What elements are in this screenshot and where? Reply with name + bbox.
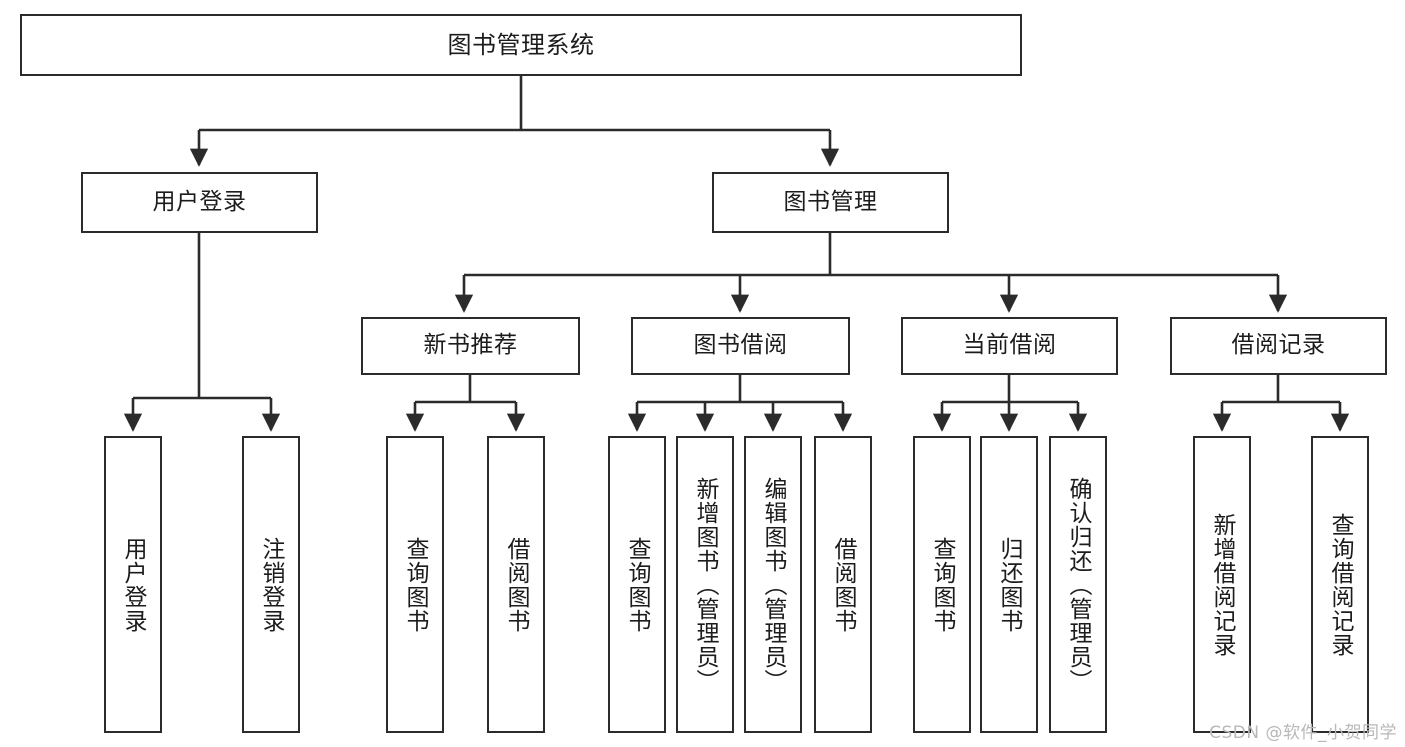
node-label: 当前借阅 xyxy=(962,332,1057,359)
leaf-borrow-book-borrow[interactable]: 借阅图书 xyxy=(814,436,872,733)
leaf-query-borrow-record[interactable]: 查询借阅记录 xyxy=(1311,436,1369,733)
leaf-query-book-recommend[interactable]: 查询图书 xyxy=(386,436,444,733)
leaf-edit-book-admin[interactable]: 编辑图书（管理员） xyxy=(744,436,802,733)
node-label: 图书管理 xyxy=(783,188,878,215)
node-new-book-recommend[interactable]: 新书推荐 xyxy=(361,317,580,375)
leaf-label: 查询图书 xyxy=(402,536,429,633)
leaf-add-book-admin[interactable]: 新增图书（管理员） xyxy=(676,436,734,733)
node-root-system[interactable]: 图书管理系统 xyxy=(20,14,1022,76)
leaf-label: 查询图书 xyxy=(929,536,956,633)
node-current-borrow[interactable]: 当前借阅 xyxy=(901,317,1118,375)
watermark-text: CSDN @软件_小贺同学 xyxy=(1209,723,1397,743)
leaf-label: 用户登录 xyxy=(120,536,147,633)
node-label: 用户登录 xyxy=(152,188,247,215)
leaf-label: 借阅图书 xyxy=(503,536,530,633)
leaf-label: 注销登录 xyxy=(258,536,285,633)
node-label: 新书推荐 xyxy=(423,332,518,359)
node-label: 图书借阅 xyxy=(693,332,788,359)
leaf-label: 编辑图书（管理员） xyxy=(760,476,787,693)
leaf-label: 新增借阅记录 xyxy=(1209,512,1236,657)
leaf-query-book-current[interactable]: 查询图书 xyxy=(913,436,971,733)
leaf-user-logout[interactable]: 注销登录 xyxy=(242,436,300,733)
leaf-label: 借阅图书 xyxy=(830,536,857,633)
leaf-add-borrow-record[interactable]: 新增借阅记录 xyxy=(1193,436,1251,733)
node-borrow-record[interactable]: 借阅记录 xyxy=(1170,317,1387,375)
leaf-label: 查询图书 xyxy=(624,536,651,633)
node-book-manage[interactable]: 图书管理 xyxy=(712,172,949,233)
leaf-label: 归还图书 xyxy=(996,536,1023,633)
node-user-login[interactable]: 用户登录 xyxy=(81,172,318,233)
leaf-label: 新增图书（管理员） xyxy=(692,476,719,693)
leaf-label: 查询借阅记录 xyxy=(1327,512,1354,657)
leaf-confirm-return-admin[interactable]: 确认归还（管理员） xyxy=(1049,436,1107,733)
node-label: 图书管理系统 xyxy=(447,30,595,59)
leaf-borrow-book-recommend[interactable]: 借阅图书 xyxy=(487,436,545,733)
leaf-label: 确认归还（管理员） xyxy=(1065,476,1092,693)
leaf-user-login[interactable]: 用户登录 xyxy=(104,436,162,733)
leaf-return-book[interactable]: 归还图书 xyxy=(980,436,1038,733)
leaf-query-book-borrow[interactable]: 查询图书 xyxy=(608,436,666,733)
node-book-borrow[interactable]: 图书借阅 xyxy=(631,317,850,375)
node-label: 借阅记录 xyxy=(1231,332,1326,359)
